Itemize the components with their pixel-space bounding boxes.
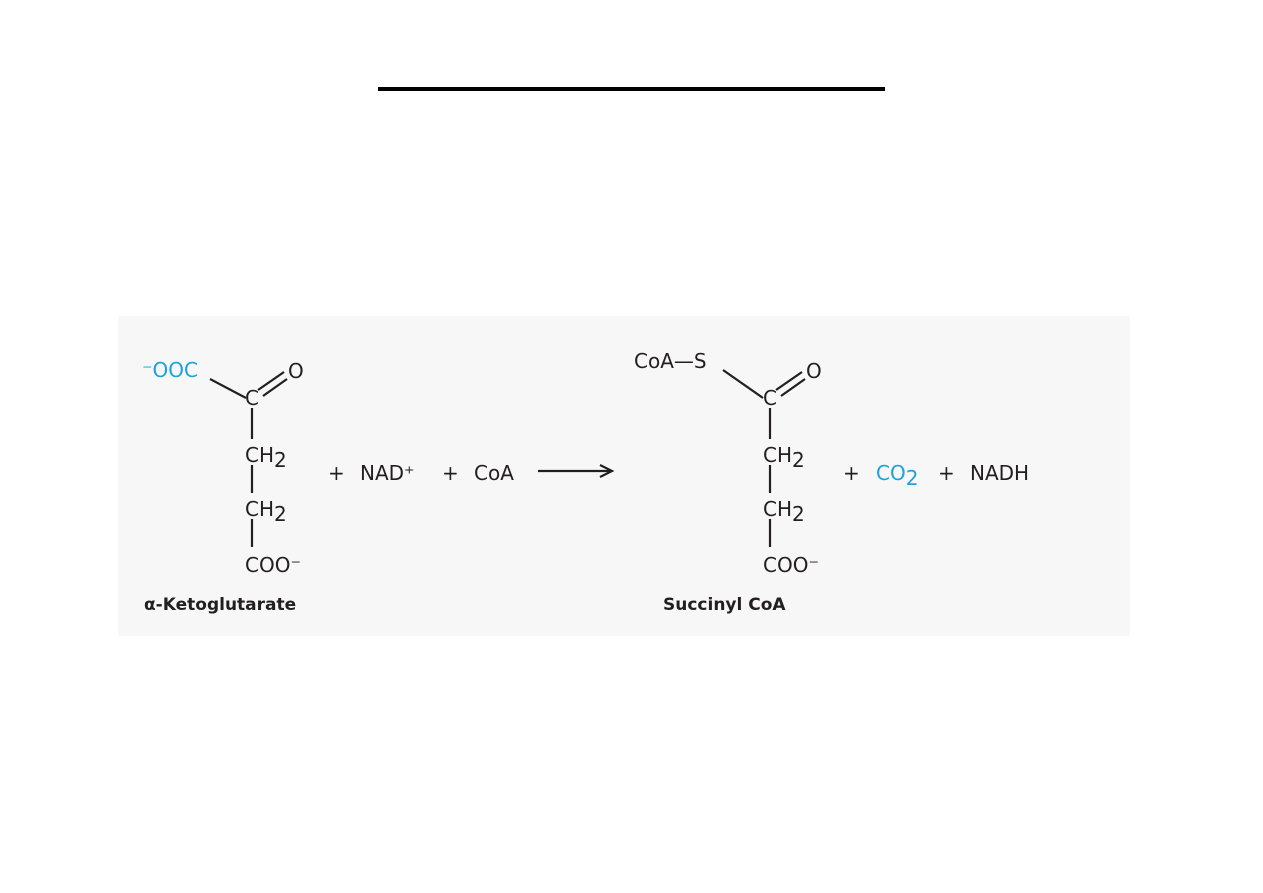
plus-sign-3: + <box>843 461 860 485</box>
bond-sulfur-carbonyl <box>722 369 764 399</box>
methylene-1: CH2 <box>245 443 287 472</box>
product-name: Succinyl CoA <box>663 595 786 615</box>
reaction-panel <box>118 316 1130 636</box>
reaction-arrow <box>538 464 615 478</box>
nadh: NADH <box>970 461 1029 485</box>
carbon-dioxide: CO2 <box>876 461 918 490</box>
arrow-head <box>599 464 615 478</box>
plus-sign-2: + <box>442 461 459 485</box>
product-carbonyl-carbon: C <box>763 386 777 410</box>
plus-sign-1: + <box>328 461 345 485</box>
carbonyl-oxygen: O <box>288 359 304 383</box>
product-terms: + CO2 + NADH <box>843 461 1029 490</box>
product-methylene-1: CH2 <box>763 443 805 472</box>
coenzyme-a: CoA <box>474 461 514 485</box>
coa-thioester: CoA—S <box>634 349 707 373</box>
product-carbonyl-oxygen: O <box>806 359 822 383</box>
product-methylene-2: CH2 <box>763 497 805 526</box>
carbonyl-carbon: C <box>245 386 259 410</box>
double-bond-upper <box>257 371 285 391</box>
plus-sign-4: + <box>938 461 955 485</box>
reactant-terms: + NAD⁺ + CoA <box>328 461 514 485</box>
product-double-bond-upper <box>775 371 803 391</box>
nad-plus: NAD⁺ <box>360 461 415 485</box>
double-bond-lower <box>262 378 288 397</box>
methylene-2: CH2 <box>245 497 287 526</box>
reaction-diagram: ⁻OOC O C CH2 CH2 COO⁻ α-Ketoglutarate + … <box>142 349 1029 615</box>
carboxylate-group-top: ⁻OOC <box>142 358 198 382</box>
product-carboxylate: COO⁻ <box>763 553 819 577</box>
bond-carboxyl-carbonyl <box>209 378 247 399</box>
product-double-bond-lower <box>780 378 806 397</box>
substrate-name: α-Ketoglutarate <box>144 595 296 615</box>
succinyl-coa-structure: CoA—S O C CH2 CH2 COO⁻ Succinyl CoA <box>634 349 822 615</box>
carboxylate-group-bottom: COO⁻ <box>245 553 301 577</box>
title-underline <box>378 87 885 91</box>
alpha-ketoglutarate-structure: ⁻OOC O C CH2 CH2 COO⁻ α-Ketoglutarate <box>142 358 304 615</box>
